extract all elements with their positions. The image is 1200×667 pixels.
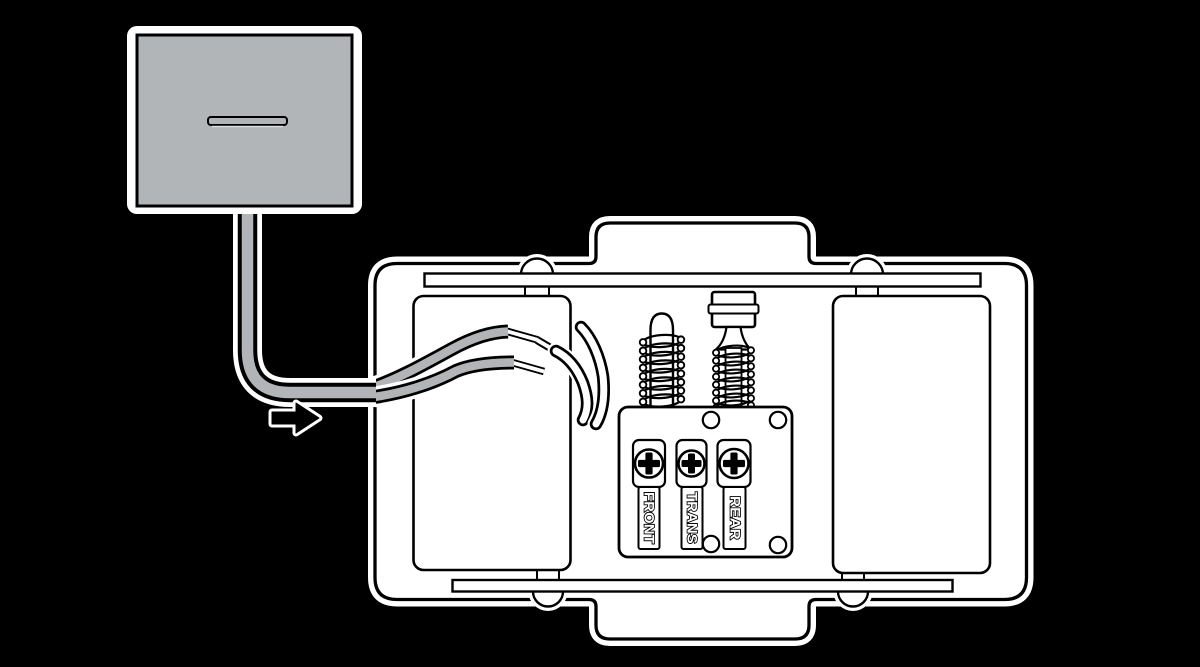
terminal-front: FRONT bbox=[631, 438, 667, 550]
transformer-wire-lower bbox=[372, 352, 515, 408]
terminal-rear: REAR bbox=[716, 438, 752, 550]
terminal-label-strip bbox=[722, 486, 747, 550]
screw-cross bbox=[730, 452, 738, 475]
plate-hole bbox=[768, 410, 788, 430]
screw-cross bbox=[688, 453, 695, 474]
terminal-label-strip bbox=[637, 486, 661, 550]
wire-tip-lower bbox=[510, 356, 546, 378]
power-cable bbox=[233, 200, 376, 407]
wire-plug-band bbox=[707, 303, 760, 315]
rivet-top-left bbox=[516, 254, 558, 298]
tender-wire-plain bbox=[572, 318, 613, 433]
terminal-block: FRONT TRANS REAR bbox=[617, 405, 794, 559]
screw-cross bbox=[645, 452, 653, 475]
terminal-trans: TRANS bbox=[675, 438, 708, 550]
terminal-label-strip bbox=[680, 486, 704, 550]
rivet-bump bbox=[519, 257, 555, 275]
rivet-bump bbox=[849, 257, 885, 275]
terminal-label-trans: TRANS bbox=[685, 492, 700, 544]
right-compartment bbox=[831, 294, 992, 575]
plate-hole bbox=[701, 410, 721, 430]
bottom-rail bbox=[451, 578, 954, 593]
power-pack bbox=[127, 26, 362, 214]
pickup-spring-right bbox=[707, 290, 760, 415]
tender-wires bbox=[533, 318, 613, 433]
terminal-label-front: FRONT bbox=[642, 492, 657, 544]
tender-wire-with-sleeve bbox=[547, 342, 596, 429]
tender-chassis: FRONT TRANS REAR bbox=[368, 216, 1034, 646]
direction-arrow-icon bbox=[268, 399, 323, 437]
rivet-bump bbox=[531, 591, 565, 608]
top-rail bbox=[423, 272, 982, 288]
pickup-spring-left bbox=[638, 312, 686, 410]
power-pack-slot bbox=[207, 116, 288, 126]
transformer-wires bbox=[370, 321, 546, 408]
plate-hole bbox=[701, 534, 721, 554]
wire-tip-upper bbox=[504, 325, 540, 346]
rivet-bottom-left bbox=[528, 567, 568, 611]
transformer-wire-upper bbox=[370, 321, 509, 397]
rivet-bump bbox=[836, 591, 870, 608]
plate-hole bbox=[768, 535, 788, 555]
terminal-label-rear: REAR bbox=[728, 496, 743, 540]
